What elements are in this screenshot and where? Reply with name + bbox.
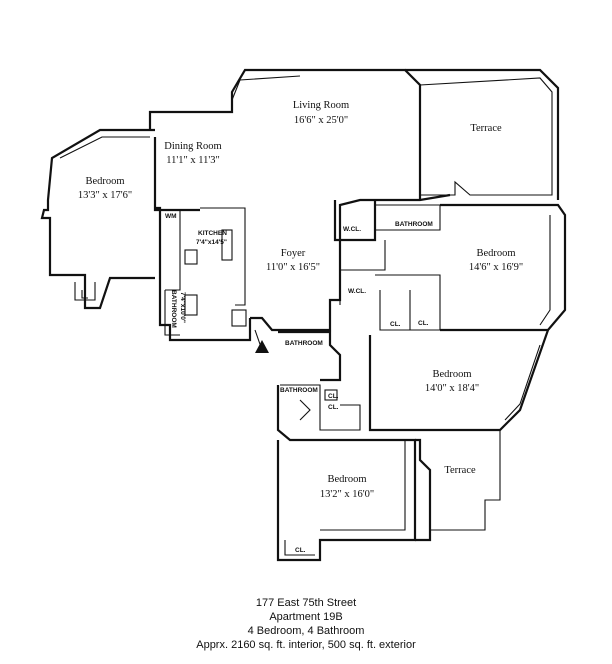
bedroom-west-dims: 13'3" x 17'6" [78,190,132,201]
cl-label-4: CL. [328,404,339,411]
terrace-south-walls [415,438,432,542]
caption-area: Apprx. 2160 sq. ft. interior, 500 sq. ft… [196,639,416,651]
dining-room-dims: 11'1" x 11'3" [166,155,220,166]
wcl-label-2: W.CL. [348,288,366,295]
foyer-name: Foyer [281,248,306,259]
cl-label-1: CL. [390,321,401,328]
cl-label-5: CL. [295,547,306,554]
terrace-north-walls [405,68,560,200]
terrace-south-name: Terrace [444,465,476,476]
bedroom-middle-name: Bedroom [432,369,471,380]
entry-marker [255,340,269,353]
bedroom-east-dims: 14'6" x 16'9" [469,262,523,273]
cl-label-2: CL. [418,320,429,327]
caption-address: 177 East 75th Street [255,597,357,609]
living-room-dims: 16'6" x 25'0" [294,115,348,126]
bathroom-center-label: BATHROOM [285,340,323,347]
bedroom-south-dims: 13'2" x 16'0" [320,489,374,500]
bedroom-west-name: Bedroom [85,176,124,187]
bedroom-middle-walls [368,329,550,432]
bedroom-east-name: Bedroom [476,248,515,259]
bedroom-middle-dims: 14'0" x 18'4" [425,383,479,394]
kitchen-label: KITCHEN [198,230,227,237]
bath-west-label: BATHROOM [170,290,177,328]
dining-living-walls [148,68,422,200]
cl-label-3: CL. [328,393,339,400]
bedroom-east-walls [440,203,567,332]
bathroom-ne-label: BATHROOM [395,221,433,228]
kitchen-walls [155,206,252,342]
caption-apartment: Apartment 19B [269,611,343,623]
kitchen-dims-label: 7'4"x14'5" [196,239,227,246]
bath-west-dims-label: 7'4"x10'0" [179,292,186,323]
bedroom-south-name: Bedroom [327,474,366,485]
wm-label: WM [165,213,177,220]
foyer-walls [250,193,451,332]
caption-rooms: 4 Bedroom, 4 Bathroom [247,625,365,637]
bathroom-sw-label: BATHROOM [280,387,318,394]
living-room-name: Living Room [293,100,349,111]
dining-room-name: Dining Room [164,141,221,152]
foyer-dims: 11'0" x 16'5" [266,262,320,273]
terrace-north-name: Terrace [470,123,502,134]
wcl-label-1: W.CL. [343,226,361,233]
bedroom-south-walls [276,385,417,562]
bedroom-west-walls [40,128,155,310]
